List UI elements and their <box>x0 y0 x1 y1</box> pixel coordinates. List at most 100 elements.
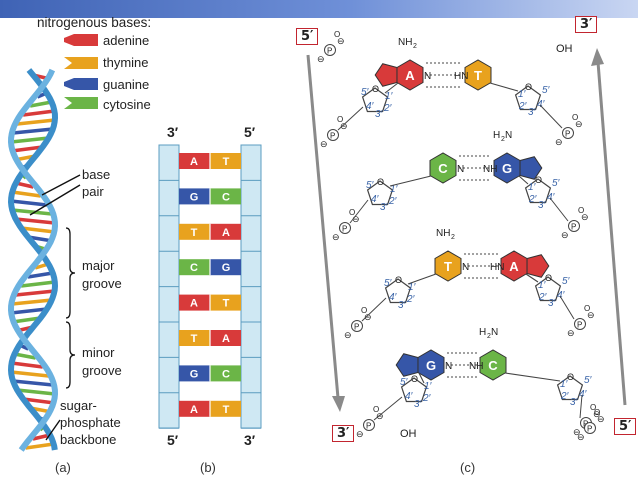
ladder-top-right-end: 5′ <box>244 124 256 140</box>
phosphate-left-o: O <box>349 208 355 217</box>
ladder-base-right-letter: C <box>222 368 230 380</box>
right-base-g-letter: G <box>502 161 512 176</box>
phosphodiester-bond <box>559 295 575 320</box>
helix-base-pair <box>25 442 54 450</box>
phosphate-bottom-right: P⊖⊖O <box>577 408 605 442</box>
sugar-carbon-number: 4′ <box>557 290 566 301</box>
phosphate-right-charge-2: ⊖ <box>555 137 563 147</box>
terminal-hydroxyl-top: OH <box>556 43 573 55</box>
strand-arrow-left-head <box>332 396 345 412</box>
phosphate-left-o: O <box>373 405 379 414</box>
glycosidic-bond <box>384 82 399 94</box>
helix-base-pair <box>11 361 43 369</box>
sugar-carbon-number: 2′ <box>538 292 548 303</box>
ladder-base-left-letter: A <box>190 298 198 310</box>
ladder-base-left-letter: G <box>190 368 199 380</box>
deoxyribose-left-oxygen: O <box>372 84 379 94</box>
ladder-base-left <box>179 188 210 205</box>
phosphate-left-atom <box>327 129 339 141</box>
left-base-a: A <box>374 59 424 91</box>
phosphate-right-o: O <box>584 304 590 313</box>
phosphate-right-charge: ⊖ <box>593 409 601 419</box>
left-base-t-ring <box>434 250 462 282</box>
phosphate-top-left: P⊖⊖O <box>317 30 345 64</box>
phosphate-right: P⊖⊖O <box>561 206 589 240</box>
caption-a: (a) <box>55 460 71 475</box>
phosphate-right-o: O <box>590 403 596 412</box>
phosphate-left-letter: P <box>366 422 371 431</box>
helix-base-pair <box>11 298 52 306</box>
left-base-c-ring <box>429 152 457 184</box>
amino-group-label: NH <box>398 37 412 48</box>
phosphodiester-bond <box>361 297 387 322</box>
right-base-g-imidazole <box>519 156 543 180</box>
sugar-carbon-number: 1′ <box>560 379 569 390</box>
right-base-t: T <box>464 59 492 91</box>
phosphodiester-bond <box>373 396 403 421</box>
amino-group-label: H <box>493 130 500 141</box>
amino-group-subscript: 2 <box>451 234 455 241</box>
deoxyribose-left: O <box>384 275 412 304</box>
phosphate-left-charge: ⊖ <box>340 121 348 131</box>
amine-label: NH <box>483 164 497 175</box>
helix-base-pair <box>11 145 43 153</box>
sugar-carbon-number: 1′ <box>424 381 433 392</box>
caption-b: (b) <box>200 460 216 475</box>
ring-nitrogen: N <box>457 164 464 175</box>
base-pair-pointer <box>41 174 81 196</box>
guanine-swatch <box>64 78 98 90</box>
sugar-carbon-number: 5′ <box>366 180 375 191</box>
ladder-bottom-right-end: 3′ <box>244 432 256 448</box>
ring-nitrogen: N <box>445 361 452 372</box>
sugar-carbon-number: 3′ <box>570 397 579 408</box>
phosphate-right-letter: P <box>565 130 570 139</box>
helix-base-pair <box>12 127 54 135</box>
helix-base-pair <box>20 280 56 288</box>
helix-base-pair <box>29 100 52 108</box>
sugar-carbon-number: 4′ <box>537 99 546 110</box>
phosphate-left-charge-2: ⊖ <box>320 139 328 149</box>
sugar-carbon-number: 3′ <box>414 399 423 410</box>
phosphate-right-letter: P <box>571 223 576 232</box>
ladder-base-right-letter: T <box>223 298 230 310</box>
ladder-base-right-letter: A <box>222 227 230 239</box>
sugar-carbon-number: 4′ <box>547 192 556 203</box>
deoxyribose-left-oxygen: O <box>377 177 384 187</box>
ladder-base-left <box>179 153 210 169</box>
right-base-a-imidazole <box>526 254 550 278</box>
helix-base-pair <box>27 271 54 279</box>
ladder-base-left <box>179 259 210 276</box>
phosphate-right-charge-2: ⊖ <box>567 328 575 338</box>
phosphodiester-bond <box>349 199 369 224</box>
sugar-carbon-number: 4′ <box>371 194 380 205</box>
legend-label-guanine: guanine <box>103 77 150 92</box>
deoxyribose-left-ring <box>366 180 394 206</box>
deoxyribose-left: O <box>366 177 394 206</box>
glycosidic-bond <box>518 175 529 185</box>
phosphate-top-left-letter: P <box>327 47 332 56</box>
base-pair-label-2: pair <box>82 184 104 199</box>
ladder-base-left-letter: A <box>190 404 198 416</box>
ladder-base-right <box>210 223 241 240</box>
sugar-carbon-number: 3′ <box>528 107 537 118</box>
sugar-carbon-number: 1′ <box>528 182 537 193</box>
sugar-carbon-number: 1′ <box>538 280 547 291</box>
sugar-carbon-number: 5′ <box>562 276 571 287</box>
deoxyribose-right: O <box>524 175 552 204</box>
strand-arrow-right <box>596 61 627 406</box>
phosphate-top-left-o: O <box>334 30 340 39</box>
deoxyribose-right: O <box>514 82 542 111</box>
minor-groove-brace <box>65 321 76 389</box>
amino-group-label: NH <box>436 228 450 239</box>
deoxyribose-left-oxygen: O <box>395 275 402 285</box>
phosphate-top-left-charge: ⊖ <box>337 36 345 46</box>
sugar-carbon-number: 5′ <box>400 377 409 388</box>
ring-nitrogen: N <box>424 71 431 82</box>
helix-base-pair <box>10 199 48 207</box>
phosphate-top-left-charge-2: ⊖ <box>317 54 325 64</box>
phosphate-right: P⊖⊖O <box>555 113 583 147</box>
phosphate-left: P⊖⊖O <box>332 208 360 242</box>
